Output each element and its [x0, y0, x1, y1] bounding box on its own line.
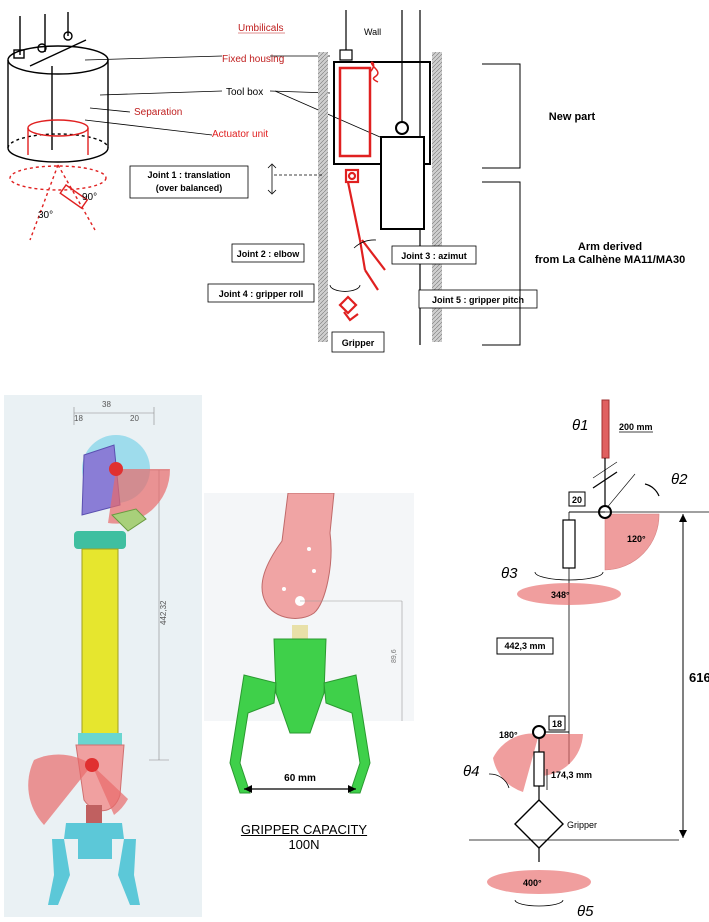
- arm-derived-line2: from La Calhène MA11/MA30: [535, 254, 685, 266]
- arm-derived-line1: Arm derived: [578, 241, 642, 253]
- svg-text:442,32: 442,32: [159, 600, 168, 625]
- gripper-capacity-value: 100N: [288, 837, 320, 852]
- joint3-box: Joint 3 : azimut: [391, 245, 477, 265]
- svg-text:Joint 4 : gripper roll: Joint 4 : gripper roll: [219, 289, 304, 299]
- joint1-box: Joint 1 : translation (over balanced): [129, 165, 249, 199]
- gripper-box: Gripper: [331, 331, 385, 353]
- fixed-housing-label: Fixed housing: [222, 54, 284, 65]
- gripper-kin-label: Gripper: [567, 820, 597, 830]
- joint2-box: Joint 2 : elbow: [231, 243, 305, 263]
- range-braces: [482, 63, 521, 346]
- total-616-label: 616: [689, 670, 709, 685]
- box-20-label: 20: [572, 495, 582, 505]
- angle-30-label: 30°: [38, 210, 53, 221]
- range-120-label: 120°: [627, 534, 646, 544]
- theta3-label: θ3: [501, 565, 518, 582]
- svg-text:Joint 1 : translation: Joint 1 : translation: [147, 170, 230, 180]
- tool-box-label: Tool box: [226, 87, 263, 98]
- svg-text:20: 20: [130, 414, 139, 423]
- housing-cylinder: [7, 12, 109, 163]
- stroke-200-box: 200 mm: [619, 422, 653, 433]
- gripper-detail-view: 89,6 60 mm: [204, 493, 414, 794]
- gripper-capacity-title: GRIPPER CAPACITY: [240, 822, 368, 837]
- well-wall-right: [432, 52, 442, 342]
- kinematic-diagram: θ1 θ2 θ3 θ4 θ5 200 mm 120° 20 348° 442,3…: [463, 399, 709, 920]
- red-arm: [338, 168, 386, 322]
- theta1-label: θ1: [572, 417, 588, 434]
- wall-label: Wall: [364, 27, 381, 37]
- svg-text:200 mm: 200 mm: [619, 422, 653, 432]
- range-400-label: 400°: [523, 878, 542, 888]
- range-180-label: 180°: [499, 730, 518, 740]
- new-part-label: New part: [549, 111, 596, 123]
- joint5-box: Joint 5 : gripper pitch: [418, 289, 538, 309]
- gripper-width-label: 60 mm: [284, 773, 316, 784]
- theta2-label: θ2: [671, 471, 688, 488]
- svg-text:Gripper: Gripper: [342, 338, 375, 348]
- svg-text:Joint 2 : elbow: Joint 2 : elbow: [237, 249, 301, 259]
- actuator-unit-red: [9, 119, 107, 241]
- angle-90-label: 90°: [82, 192, 97, 203]
- box-18-label: 18: [552, 719, 562, 729]
- svg-text:38: 38: [102, 400, 111, 409]
- theta5-label: θ5: [577, 903, 594, 920]
- well-wall-left: [318, 52, 328, 342]
- svg-text:(over balanced): (over balanced): [156, 183, 223, 193]
- svg-text:18: 18: [74, 414, 83, 423]
- joint4-box: Joint 4 : gripper roll: [207, 283, 315, 303]
- umbilicals-label: Umbilicals: [238, 23, 284, 34]
- len-442-label: 442,3 mm: [504, 641, 545, 651]
- svg-text:Joint 5 : gripper pitch: Joint 5 : gripper pitch: [432, 295, 524, 305]
- actuator-unit-label: Actuator unit: [212, 129, 268, 140]
- separation-label: Separation: [134, 107, 182, 118]
- theta4-label: θ4: [463, 763, 479, 780]
- robot-schematic-diagram: 90° 30° Umbilicals Wall Fixed housing To…: [7, 10, 685, 353]
- actuator-unit: [338, 66, 372, 158]
- range-348-label: 348°: [551, 590, 570, 600]
- tool-box: [380, 136, 425, 230]
- cad-arm-view: 38 18 20 442,32: [4, 395, 202, 917]
- gripper-height-dim: 89,6: [391, 649, 398, 663]
- len-174-label: 174,3 mm: [551, 770, 592, 780]
- svg-text:Joint 3 : azimut: Joint 3 : azimut: [401, 251, 467, 261]
